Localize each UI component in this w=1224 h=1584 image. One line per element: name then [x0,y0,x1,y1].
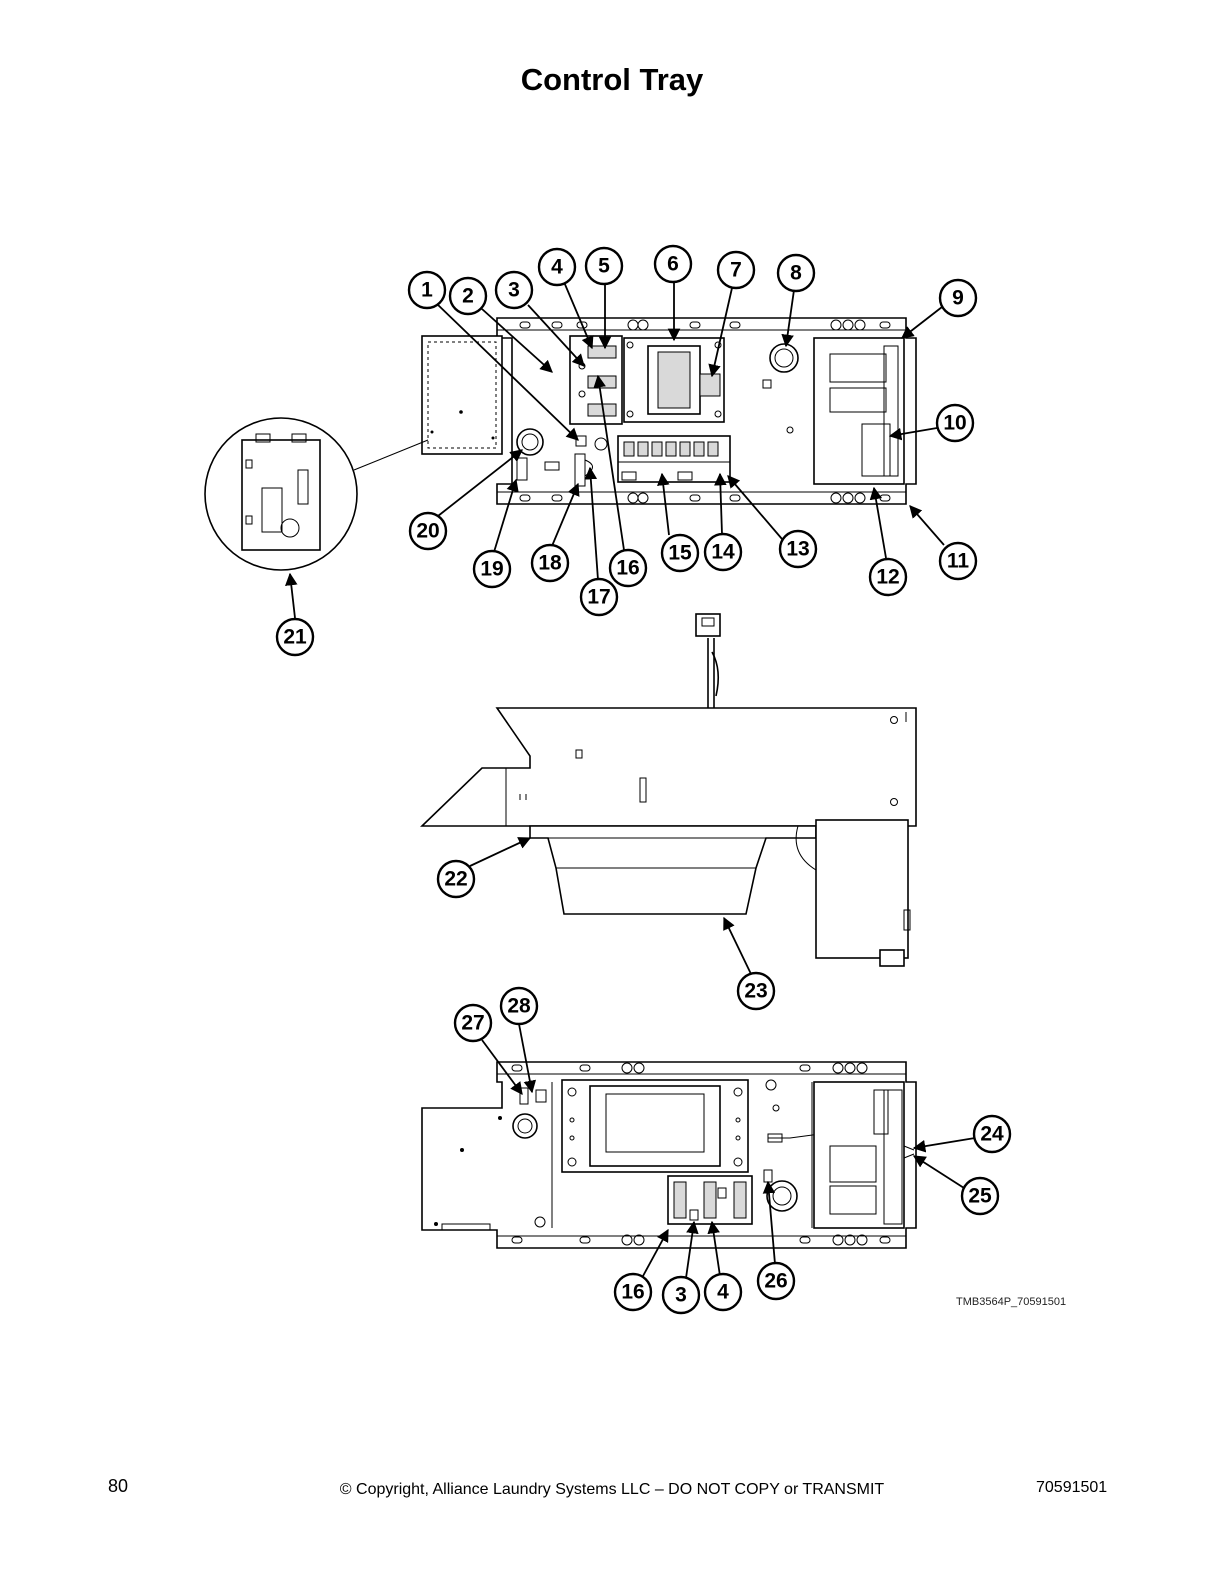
callout-7: 7 [716,250,756,290]
page-title: Control Tray [520,62,704,97]
top-view [421,317,917,505]
svg-text:17: 17 [587,586,610,609]
svg-text:12: 12 [876,566,899,589]
svg-text:4: 4 [551,256,563,279]
callout-21: 21 [275,617,315,657]
callout-11: 11 [938,541,978,581]
callout-9: 9 [938,278,978,318]
callout-25: 25 [960,1176,1000,1216]
svg-text:3: 3 [508,279,520,302]
callouts: 1 2 3 4 5 6 7 8 9 10 11 12 13 14 15 16 1… [275,244,1012,1315]
svg-text:25: 25 [968,1185,992,1208]
svg-text:1: 1 [421,279,433,302]
svg-text:21: 21 [283,626,307,649]
svg-text:8: 8 [790,262,802,285]
callout-4: 4 [537,247,577,287]
page-number: 80 [108,1476,129,1496]
callout-14: 14 [703,532,743,572]
svg-text:2: 2 [462,285,474,308]
copyright-notice: © Copyright, Alliance Laundry Systems LL… [339,1481,885,1498]
callout-24: 24 [972,1114,1012,1154]
callout-13: 13 [778,529,818,569]
bottom-view [421,1061,917,1249]
svg-text:26: 26 [764,1270,787,1293]
svg-text:6: 6 [667,253,679,276]
svg-text:28: 28 [507,995,531,1018]
detail-magnifier [204,417,429,571]
callout-18: 18 [530,543,570,583]
side-view [420,613,917,967]
callout-2: 2 [448,276,488,316]
callout-1: 1 [407,270,447,310]
svg-text:14: 14 [711,541,735,564]
svg-text:3: 3 [675,1284,687,1307]
svg-text:10: 10 [943,412,966,435]
svg-text:18: 18 [538,552,562,575]
callout-16-top: 16 [608,548,648,588]
callout-10: 10 [935,403,975,443]
svg-text:24: 24 [980,1123,1004,1146]
callout-3: 3 [494,270,534,310]
svg-text:13: 13 [786,538,809,561]
callout-12: 12 [868,557,908,597]
svg-text:7: 7 [730,259,742,282]
callout-5: 5 [584,246,624,286]
svg-text:11: 11 [947,550,970,573]
callout-19: 19 [472,549,512,589]
svg-text:4: 4 [717,1281,729,1304]
callout-22: 22 [436,859,476,899]
callout-20: 20 [408,511,448,551]
svg-text:5: 5 [598,255,610,278]
callout-26: 26 [756,1261,796,1301]
diagram-code: TMB3564P_70591501 [956,1296,1067,1308]
callout-8: 8 [776,253,816,293]
callout-3-bottom: 3 [661,1275,701,1315]
svg-text:9: 9 [952,287,964,310]
svg-text:19: 19 [480,558,503,581]
leader-lines [285,281,976,1279]
svg-text:16: 16 [621,1281,644,1304]
callout-27: 27 [453,1003,493,1043]
svg-text:15: 15 [668,542,692,565]
callout-17: 17 [579,577,619,617]
callout-15: 15 [660,533,700,573]
callout-28: 28 [499,986,539,1026]
callout-16-bottom: 16 [613,1272,653,1312]
svg-text:23: 23 [744,980,767,1003]
callout-6: 6 [653,244,693,284]
svg-text:20: 20 [416,520,439,543]
svg-text:22: 22 [444,868,467,891]
callout-23: 23 [736,971,776,1011]
callout-4-bottom: 4 [703,1272,743,1312]
svg-text:27: 27 [461,1012,484,1035]
document-number: 70591501 [1036,1479,1108,1496]
svg-text:16: 16 [616,557,639,580]
